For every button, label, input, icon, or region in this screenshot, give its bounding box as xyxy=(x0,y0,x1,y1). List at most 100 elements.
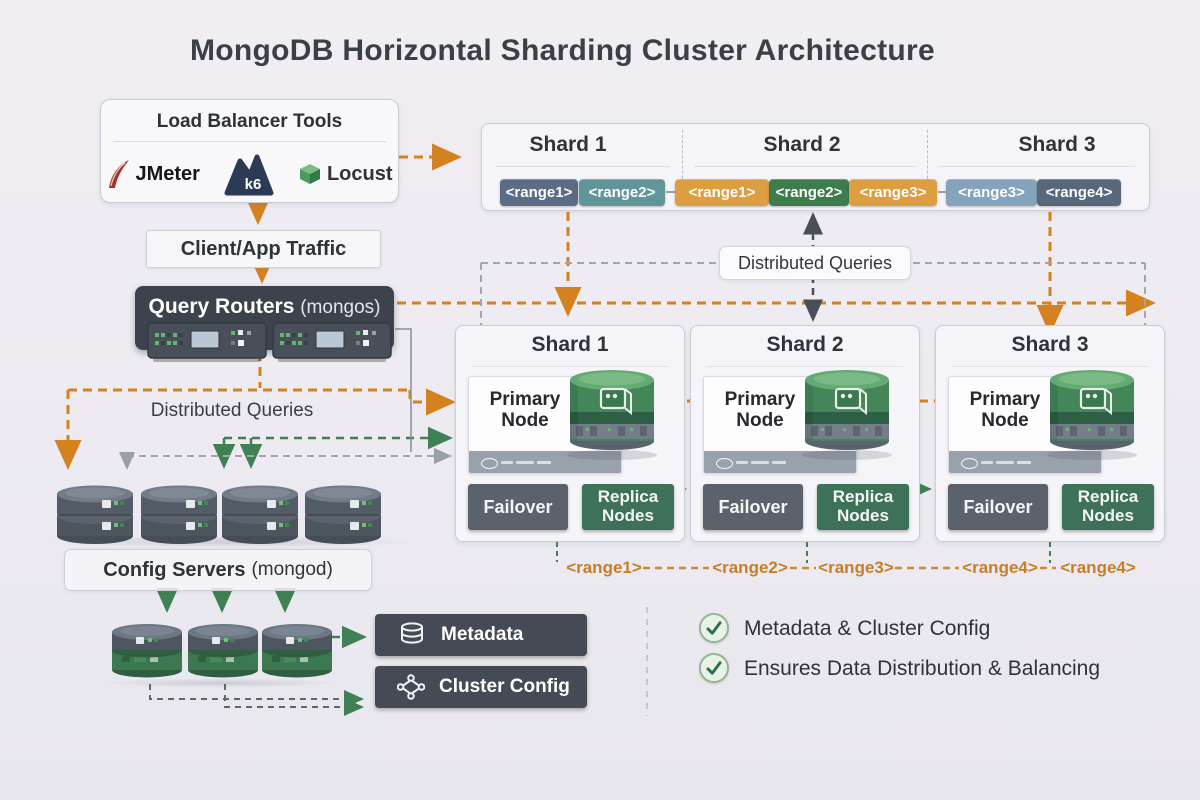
database-cylinder-icon xyxy=(1047,370,1137,460)
replica-config-cylinder-icon xyxy=(188,624,258,678)
shard1-range-chip: <range1> xyxy=(500,179,578,206)
jmeter-icon xyxy=(109,160,130,188)
config-server-cylinder-icon xyxy=(141,485,217,544)
replica-nodes-box: Replica Nodes xyxy=(1062,484,1154,530)
shard3-range-chip: <range3> xyxy=(946,179,1037,206)
tool-jmeter: JMeter xyxy=(106,159,200,189)
divider xyxy=(939,166,1135,167)
database-cylinder-icon xyxy=(802,370,892,460)
shard-range-map-box: Shard 1 Shard 2 Shard 3 <range1> <range2… xyxy=(481,123,1150,211)
brand-oval xyxy=(961,458,978,469)
brand-bar xyxy=(751,461,769,464)
shard2-range-chip: <range1> xyxy=(675,179,769,206)
check-item-balancing xyxy=(699,653,729,683)
shard2-title: Shard 2 xyxy=(766,333,844,356)
router-device-icon xyxy=(272,322,392,362)
check-item-metadata xyxy=(699,613,729,643)
query-routers-subtitle: (mongos) xyxy=(300,297,381,318)
config-servers-box: Config Servers (mongod) xyxy=(64,549,372,591)
tool-locust: Locust xyxy=(298,162,393,186)
bottom-range-label: <range3> xyxy=(818,558,894,577)
distributed-queries-box: Distributed Queries xyxy=(719,246,911,280)
query-routers-box: Query Routers (mongos) xyxy=(135,286,394,362)
range-map-shard3-title: Shard 3 xyxy=(1018,133,1096,156)
replica-nodes-box: Replica Nodes xyxy=(817,484,909,530)
query-routers-title-text: Query Routers xyxy=(148,295,295,318)
client-traffic-box: Client/App Traffic xyxy=(146,230,381,268)
column-separator xyxy=(682,130,683,204)
router-device-icon xyxy=(147,322,267,362)
divider xyxy=(496,166,670,167)
cluster-network-icon xyxy=(397,674,425,700)
metadata-box: Metadata xyxy=(375,614,587,656)
tool-locust-label: Locust xyxy=(326,162,393,185)
failover-box: Failover xyxy=(703,484,803,530)
shard2-range-chip: <range2> xyxy=(769,179,849,206)
divider xyxy=(472,366,668,367)
k6-label: k6 xyxy=(245,176,262,193)
bottom-range-label: <range4> xyxy=(1060,558,1136,577)
brand-bar xyxy=(1017,461,1031,464)
brand-bar xyxy=(772,461,786,464)
replica-config-cylinder-icon xyxy=(262,624,332,678)
shard1-range-chip: <range2> xyxy=(579,179,665,206)
range-map-shard2-title: Shard 2 xyxy=(763,133,841,156)
divider xyxy=(694,166,916,167)
check-item-balancing-label: Ensures Data Distribution & Balancing xyxy=(744,657,1101,680)
replica-config-cylinder-icon xyxy=(112,624,182,678)
primary-node-brand-strip xyxy=(949,451,1101,473)
shard3-box: Shard 3 Primary Node xyxy=(935,325,1165,542)
bottom-range-label: <range4> xyxy=(962,558,1038,577)
divider xyxy=(952,366,1148,367)
tool-k6: k6 xyxy=(224,152,274,196)
brand-oval xyxy=(481,458,498,469)
failover-box: Failover xyxy=(948,484,1048,530)
failover-box: Failover xyxy=(468,484,568,530)
shard1-title: Shard 1 xyxy=(531,333,609,356)
divider xyxy=(113,141,386,142)
divider xyxy=(707,366,903,367)
brand-bar xyxy=(537,461,551,464)
shard3-range-chip: <range4> xyxy=(1037,179,1121,206)
config-server-cylinder-icon xyxy=(305,485,381,544)
chip-connector xyxy=(938,191,946,193)
load-balancer-tools-row: JMeter k6 Locust xyxy=(101,148,398,200)
shard1-box: Shard 1 Primary Node xyxy=(455,325,685,542)
load-balancer-title: Load Balancer Tools xyxy=(156,111,343,132)
metadata-label: Metadata xyxy=(441,624,524,645)
shard2-range-chip: <range3> xyxy=(849,179,937,206)
bottom-range-label: <range1> xyxy=(566,558,642,577)
shard2-box: Shard 2 Primary Node xyxy=(690,325,920,542)
config-servers-title: Config Servers xyxy=(103,558,246,581)
page-title: MongoDB Horizontal Sharding Cluster Arch… xyxy=(190,34,935,67)
database-icon xyxy=(401,622,423,644)
brand-bar xyxy=(736,461,748,464)
column-separator xyxy=(927,130,928,204)
database-cylinder-icon xyxy=(567,370,657,460)
config-server-cylinder-icon xyxy=(222,485,298,544)
check-item-metadata-label: Metadata & Cluster Config xyxy=(744,617,991,640)
brand-bar xyxy=(516,461,534,464)
bottom-range-label: <range2> xyxy=(712,558,788,577)
brand-bar xyxy=(501,461,513,464)
shadow xyxy=(100,678,340,688)
k6-icon: k6 xyxy=(224,154,274,196)
primary-node-brand-strip xyxy=(704,451,856,473)
brand-bar xyxy=(981,461,993,464)
config-servers-subtitle: (mongod) xyxy=(251,559,333,580)
tool-jmeter-label: JMeter xyxy=(135,162,200,185)
query-routers-title: Query Routers (mongos) xyxy=(135,295,394,319)
primary-node-label: Primary Node xyxy=(489,389,561,431)
replica-nodes-box: Replica Nodes xyxy=(582,484,674,530)
locust-icon xyxy=(299,164,320,184)
config-server-cylinder-icon xyxy=(57,485,133,544)
check-icon xyxy=(699,653,729,683)
cluster-config-label: Cluster Config xyxy=(439,676,570,697)
primary-node-brand-strip xyxy=(469,451,621,473)
load-balancer-box: Load Balancer Tools JMeter k6 xyxy=(100,99,399,203)
range-map-shard1-title: Shard 1 xyxy=(529,133,607,156)
brand-oval xyxy=(716,458,733,469)
cluster-config-box: Cluster Config xyxy=(375,666,587,708)
router-devices xyxy=(147,322,393,364)
